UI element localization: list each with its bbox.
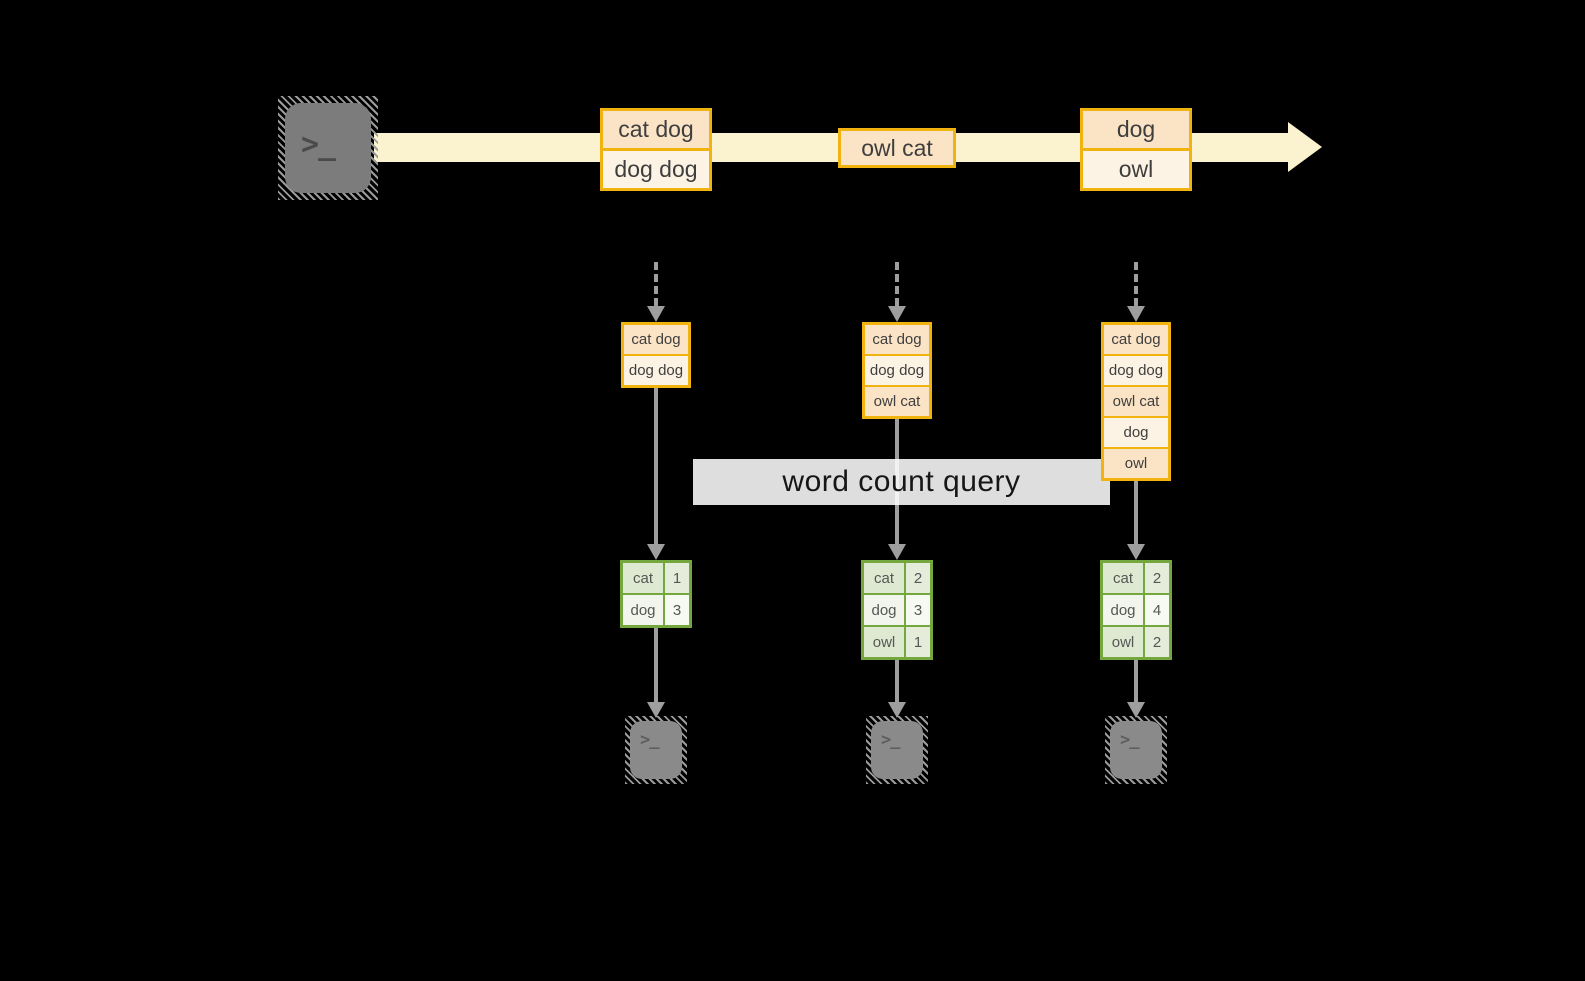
state-line: cat dog xyxy=(624,325,688,354)
stream-event-box-2: owl cat xyxy=(838,128,956,168)
down-arrow-line xyxy=(895,660,899,702)
state-line: dog xyxy=(1104,418,1168,447)
down-arrowhead-icon xyxy=(1127,306,1145,322)
state-line: dog dog xyxy=(1104,356,1168,385)
event-line: owl cat xyxy=(841,131,953,165)
count-cell: 1 xyxy=(665,563,689,593)
stream-event-box-3: dog owl xyxy=(1080,108,1192,191)
state-line: owl xyxy=(1104,449,1168,478)
down-arrowhead-icon xyxy=(647,702,665,718)
table-row: dog 3 xyxy=(864,595,930,625)
state-line: cat dog xyxy=(1104,325,1168,354)
dashed-down-arrow xyxy=(654,262,658,306)
word-cell: dog xyxy=(623,595,663,625)
word-cell: cat xyxy=(1103,563,1143,593)
down-arrowhead-icon xyxy=(1127,544,1145,560)
down-arrow-line xyxy=(1134,660,1138,702)
dashed-down-arrow xyxy=(895,262,899,306)
down-arrowhead-icon xyxy=(888,306,906,322)
terminal-prompt-glyph: >_ xyxy=(640,730,660,750)
terminal-prompt-glyph: >_ xyxy=(1120,730,1140,750)
event-line: dog dog xyxy=(603,151,709,188)
count-cell: 3 xyxy=(906,595,930,625)
terminal-prompt-glyph: >_ xyxy=(881,730,901,750)
stream-arrowhead-icon xyxy=(1288,122,1322,172)
event-line: owl xyxy=(1083,151,1189,188)
count-cell: 2 xyxy=(1145,563,1169,593)
count-cell: 4 xyxy=(1145,595,1169,625)
down-arrow-line xyxy=(654,388,658,544)
down-arrowhead-icon xyxy=(1127,702,1145,718)
terminal-screen: >_ xyxy=(630,721,682,779)
word-cell: owl xyxy=(1103,627,1143,657)
state-line: dog dog xyxy=(865,356,929,385)
count-cell: 2 xyxy=(906,563,930,593)
state-box-1: cat dog dog dog xyxy=(621,322,691,388)
table-row: cat 1 xyxy=(623,563,689,593)
word-cell: owl xyxy=(864,627,904,657)
down-arrowhead-icon xyxy=(647,544,665,560)
down-arrowhead-icon xyxy=(888,702,906,718)
table-row: owl 2 xyxy=(1103,627,1169,657)
down-arrow-line xyxy=(1134,481,1138,544)
state-line: dog dog xyxy=(624,356,688,385)
count-cell: 3 xyxy=(665,595,689,625)
query-label-band: word count query xyxy=(693,459,1110,505)
table-row: dog 3 xyxy=(623,595,689,625)
state-box-2: cat dog dog dog owl cat xyxy=(862,322,932,419)
down-arrowhead-icon xyxy=(888,544,906,560)
count-table-2: cat 2 dog 3 owl 1 xyxy=(861,560,933,660)
count-table-3: cat 2 dog 4 owl 2 xyxy=(1100,560,1172,660)
table-row: cat 2 xyxy=(1103,563,1169,593)
word-cell: dog xyxy=(864,595,904,625)
terminal-screen: >_ xyxy=(1110,721,1162,779)
state-line: owl cat xyxy=(865,387,929,416)
query-label: word count query xyxy=(782,465,1021,498)
state-line: cat dog xyxy=(865,325,929,354)
word-cell: dog xyxy=(1103,595,1143,625)
count-cell: 1 xyxy=(906,627,930,657)
table-row: dog 4 xyxy=(1103,595,1169,625)
terminal-prompt-glyph: >_ xyxy=(301,127,336,162)
producer-terminal-icon: >_ xyxy=(278,96,378,200)
state-box-3: cat dog dog dog owl cat dog owl xyxy=(1101,322,1171,481)
count-cell: 2 xyxy=(1145,627,1169,657)
event-line: dog xyxy=(1083,111,1189,148)
word-cell: cat xyxy=(623,563,663,593)
dashed-down-arrow xyxy=(1134,262,1138,306)
table-row: cat 2 xyxy=(864,563,930,593)
consumer-terminal-icon-2: >_ xyxy=(866,716,928,784)
terminal-screen: >_ xyxy=(871,721,923,779)
word-cell: cat xyxy=(864,563,904,593)
terminal-screen: >_ xyxy=(285,103,371,193)
down-arrowhead-icon xyxy=(647,306,665,322)
down-arrow-line xyxy=(654,628,658,702)
table-row: owl 1 xyxy=(864,627,930,657)
stream-event-box-1: cat dog dog dog xyxy=(600,108,712,191)
consumer-terminal-icon-3: >_ xyxy=(1105,716,1167,784)
event-line: cat dog xyxy=(603,111,709,148)
state-line: owl cat xyxy=(1104,387,1168,416)
consumer-terminal-icon-1: >_ xyxy=(625,716,687,784)
count-table-1: cat 1 dog 3 xyxy=(620,560,692,628)
